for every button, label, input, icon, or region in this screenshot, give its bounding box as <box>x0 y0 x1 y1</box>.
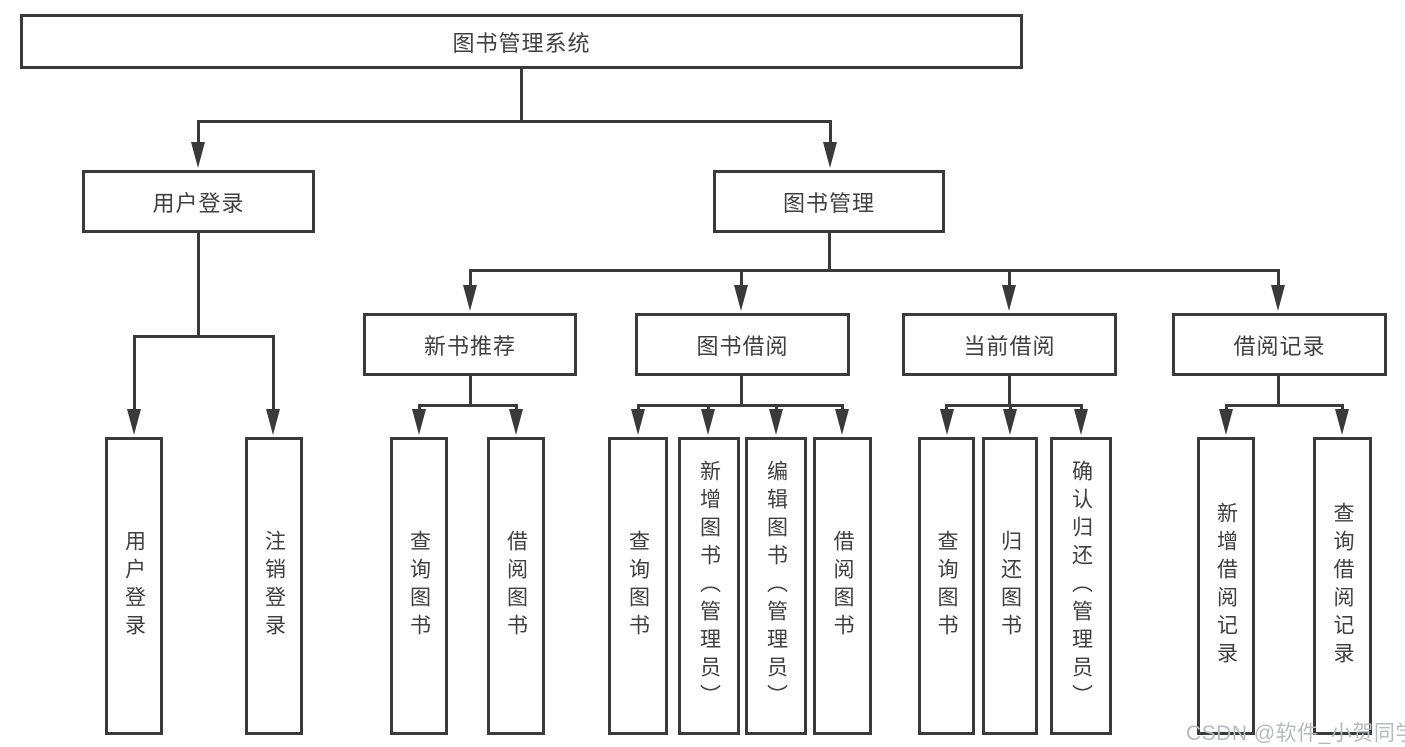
node-label: 查询图书 <box>626 530 650 642</box>
connector-line <box>840 404 844 412</box>
connector-line <box>774 404 778 412</box>
connector-line <box>1008 404 1012 412</box>
connector-line <box>636 404 640 412</box>
arrowhead-down <box>1271 285 1285 311</box>
leaf-query-books-recommend: 查询图书 <box>390 437 448 735</box>
arrowhead-down <box>940 409 954 435</box>
leaf-borrow-books: 借阅图书 <box>813 437 872 735</box>
connector-line <box>1276 269 1280 287</box>
node-label: 借阅图书 <box>831 530 854 642</box>
connector-line <box>945 404 948 412</box>
connector-line <box>132 335 275 338</box>
node-label: 确认归还（管理员） <box>1069 460 1093 712</box>
arrowhead-down <box>1002 285 1016 311</box>
node-root-library-management-system: 图书管理系统 <box>20 14 1023 69</box>
leaf-user-login: 用户登录 <box>105 437 163 735</box>
leaf-return-books: 归还图书 <box>982 437 1038 735</box>
node-label: 借阅图书 <box>504 530 528 642</box>
node-label: 归还图书 <box>998 530 1022 642</box>
node-label: 新增借阅记录 <box>1214 502 1238 670</box>
node-user-login: 用户登录 <box>82 170 315 233</box>
node-label: 新书推荐 <box>423 333 516 359</box>
leaf-logout: 注销登录 <box>245 437 303 735</box>
leaf-add-borrow-record: 新增借阅记录 <box>1197 437 1255 735</box>
node-label: 借阅记录 <box>1233 333 1326 359</box>
connector-line <box>1341 404 1344 412</box>
connector-line <box>828 120 832 146</box>
arrowhead-down <box>509 409 523 435</box>
connector-line <box>519 69 523 122</box>
leaf-confirm-return-admin: 确认归还（管理员） <box>1050 437 1112 735</box>
connector-line <box>196 120 832 123</box>
arrowhead-down <box>266 409 280 435</box>
node-book-borrowing: 图书借阅 <box>635 313 850 376</box>
connector-line <box>636 404 844 407</box>
arrowhead-down <box>1335 409 1349 435</box>
arrowhead-down <box>127 409 141 435</box>
connector-line <box>1007 376 1011 406</box>
arrowhead-down <box>701 409 715 435</box>
connector-line <box>1276 376 1280 406</box>
node-label: 图书借阅 <box>696 333 789 359</box>
node-label: 图书管理系统 <box>452 30 591 56</box>
connector-line <box>739 376 743 406</box>
arrowhead-down <box>191 142 205 168</box>
connector-line <box>1079 404 1083 412</box>
node-label: 查询图书 <box>935 530 958 642</box>
connector-line <box>706 404 710 412</box>
arrowhead-down <box>463 285 477 311</box>
leaf-query-books-current: 查询图书 <box>918 437 975 735</box>
node-label: 查询借阅记录 <box>1331 502 1354 670</box>
connector-line <box>1224 404 1228 412</box>
node-label: 查询图书 <box>407 530 431 642</box>
leaf-query-books-borrow: 查询图书 <box>608 437 668 735</box>
connector-line <box>1224 404 1343 407</box>
connector-line <box>132 335 136 412</box>
csdn-watermark: CSDN @软件_小贺同学 <box>1186 722 1405 745</box>
node-borrowing-records: 借阅记录 <box>1172 313 1387 376</box>
connector-line <box>1007 269 1011 287</box>
connector-line <box>514 404 518 412</box>
node-label: 编辑图书（管理员） <box>764 460 788 712</box>
leaf-edit-books-admin: 编辑图书（管理员） <box>745 437 807 735</box>
arrowhead-down <box>823 142 837 168</box>
node-book-management: 图书管理 <box>713 170 945 233</box>
arrowhead-down <box>1003 409 1017 435</box>
arrowhead-down <box>412 409 426 435</box>
node-label: 新增图书（管理员） <box>697 460 721 712</box>
arrowhead-down <box>734 285 748 311</box>
connector-line <box>468 269 472 287</box>
connector-line <box>417 404 518 407</box>
connector-line <box>827 233 831 271</box>
leaf-query-borrow-record: 查询借阅记录 <box>1313 437 1372 735</box>
arrowhead-down <box>1074 409 1088 435</box>
leaf-borrow-books-recommend: 借阅图书 <box>487 437 545 735</box>
node-label: 用户登录 <box>152 190 245 216</box>
connector-line <box>196 233 200 336</box>
connector-line <box>417 404 421 412</box>
node-new-book-recommendation: 新书推荐 <box>363 313 577 376</box>
connector-line <box>945 404 1082 407</box>
node-label: 用户登录 <box>122 530 146 642</box>
connector-line <box>271 335 275 412</box>
arrowhead-down <box>631 409 645 435</box>
connector-line <box>739 269 743 287</box>
arrowhead-down <box>769 409 783 435</box>
connector-line <box>468 269 1280 272</box>
node-label: 当前借阅 <box>963 333 1056 359</box>
arrowhead-down <box>835 409 849 435</box>
node-current-borrowing: 当前借阅 <box>902 313 1117 376</box>
node-label: 注销登录 <box>262 530 286 642</box>
leaf-add-books-admin: 新增图书（管理员） <box>678 437 740 735</box>
connector-line <box>468 376 472 406</box>
connector-line <box>196 120 200 146</box>
arrowhead-down <box>1219 409 1233 435</box>
node-label: 图书管理 <box>782 190 875 216</box>
